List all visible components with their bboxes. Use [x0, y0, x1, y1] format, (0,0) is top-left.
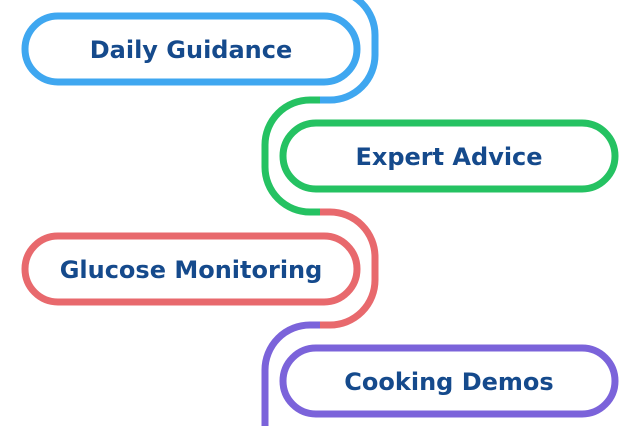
- connector-4: [261, 321, 320, 426]
- step-cooking-demos: Cooking Demos: [279, 344, 619, 418]
- step-daily-guidance: Daily Guidance: [21, 12, 361, 86]
- step-pill: [279, 344, 619, 418]
- step-pill: [279, 119, 619, 193]
- step-label: Glucose Monitoring: [60, 256, 323, 284]
- step-label: Daily Guidance: [90, 36, 293, 64]
- connector-1: [320, 0, 379, 104]
- connector-paths: [261, 0, 379, 426]
- step-glucose-monitoring: Glucose Monitoring: [21, 232, 361, 306]
- step-label: Expert Advice: [355, 143, 542, 171]
- step-pill: [21, 12, 361, 86]
- connector-2: [261, 96, 320, 216]
- step-label: Cooking Demos: [344, 368, 553, 396]
- step-pill: [21, 232, 361, 306]
- step-expert-advice: Expert Advice: [279, 119, 619, 193]
- connector-3: [320, 208, 379, 329]
